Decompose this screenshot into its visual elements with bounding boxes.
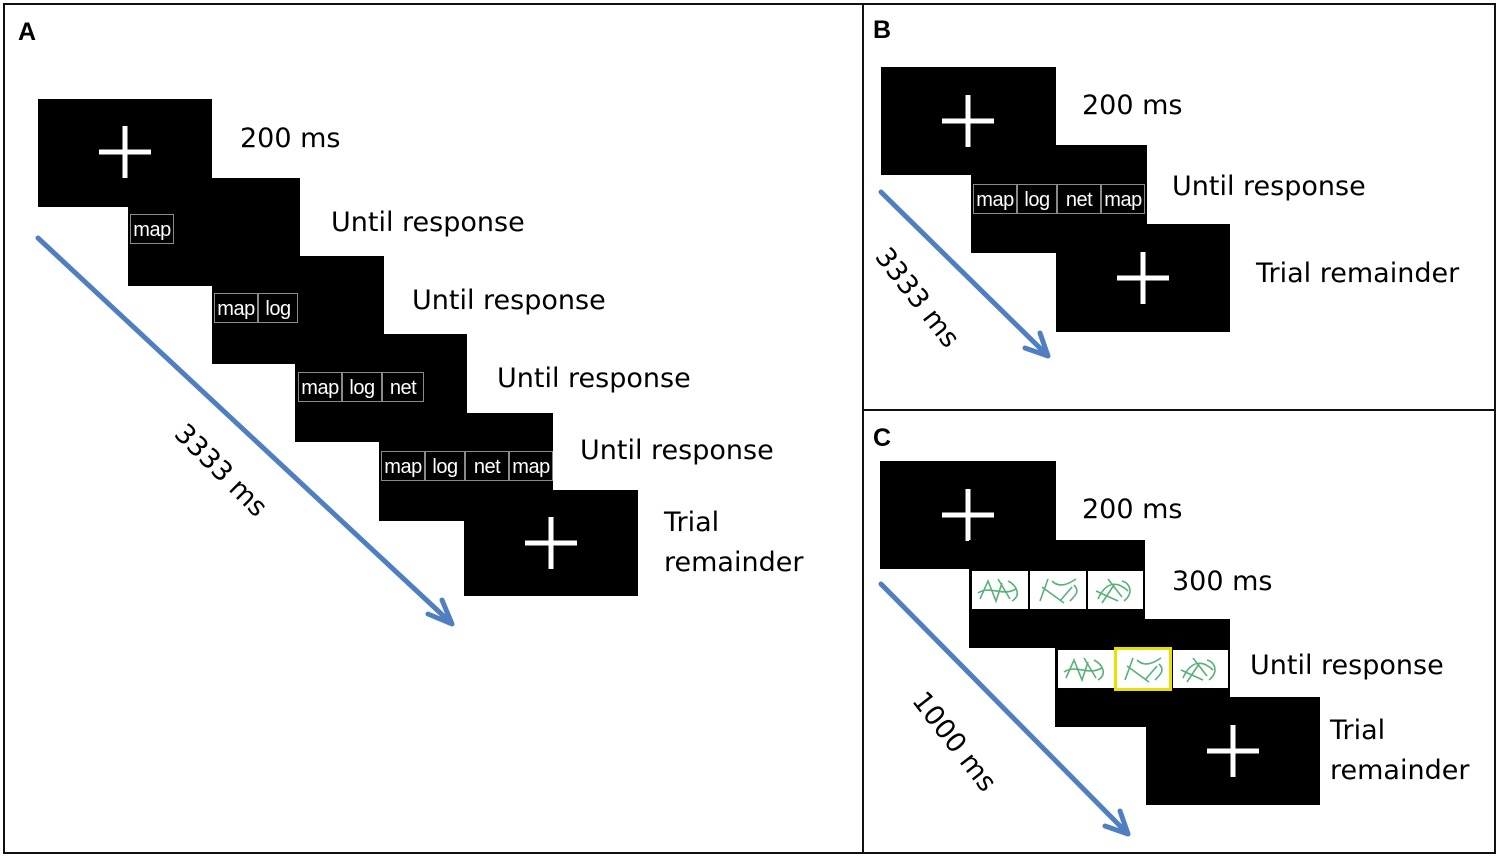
glyph-3: [1088, 571, 1143, 609]
timeline-arrow-b: [878, 189, 1051, 359]
fixation-duration-label: 200 ms: [1082, 494, 1183, 525]
word-box: map: [381, 451, 425, 481]
word-box: map: [1101, 184, 1145, 214]
scribble-glyph-icon: [1095, 578, 1131, 604]
preview-duration-label: 300 ms: [1172, 566, 1273, 597]
remainder-label-line2: remainder: [1330, 755, 1470, 786]
timeline-arrow-c: [878, 581, 1131, 837]
remainder-screen: [1056, 224, 1230, 332]
response-label-4: Until response: [580, 435, 774, 466]
panel-c-label: C: [873, 424, 892, 452]
timeline-arrow-a: [35, 235, 455, 627]
response-label-1: Until response: [331, 207, 525, 238]
glyph-1: [972, 571, 1028, 609]
scribble-glyph-icon: [1180, 657, 1216, 683]
word-box: log: [425, 451, 465, 481]
panel-b-label: B: [873, 16, 892, 44]
word-box: log: [342, 372, 382, 402]
word-box: net: [1057, 184, 1101, 214]
word-box: map: [214, 293, 258, 323]
response-label-3: Until response: [497, 363, 691, 394]
panel-a-label: A: [18, 18, 37, 46]
response-label: Until response: [1250, 650, 1444, 681]
remainder-screen: [1146, 697, 1320, 805]
word-box: map: [973, 184, 1017, 214]
word-box: net: [382, 372, 424, 402]
remainder-label: Trial remainder: [1256, 258, 1460, 289]
glyph-1: [1058, 650, 1114, 688]
glyph-3: [1173, 650, 1228, 688]
fixation-duration-label: 200 ms: [1082, 90, 1183, 121]
selected-glyph: [1114, 647, 1172, 691]
word-box: map: [298, 372, 342, 402]
word-box: map: [509, 451, 553, 481]
remainder-label-line1: Trial: [1330, 715, 1386, 746]
scribble-glyph-icon: [977, 578, 1019, 604]
scribble-glyph-icon: [1063, 657, 1105, 683]
response-label-2: Until response: [412, 285, 606, 316]
word-box: map: [130, 214, 174, 244]
word-box: net: [465, 451, 509, 481]
word-box: log: [1017, 184, 1057, 214]
glyph-2: [1030, 571, 1086, 609]
remainder-label-line2: remainder: [664, 547, 804, 578]
remainder-screen: [464, 490, 638, 596]
scribble-glyph-icon: [1124, 657, 1163, 683]
remainder-label-line1: Trial: [664, 507, 720, 538]
scribble-glyph-icon: [1039, 578, 1078, 604]
word-box: log: [258, 293, 298, 323]
fixation-duration-label: 200 ms: [240, 123, 341, 154]
response-label: Until response: [1172, 171, 1366, 202]
